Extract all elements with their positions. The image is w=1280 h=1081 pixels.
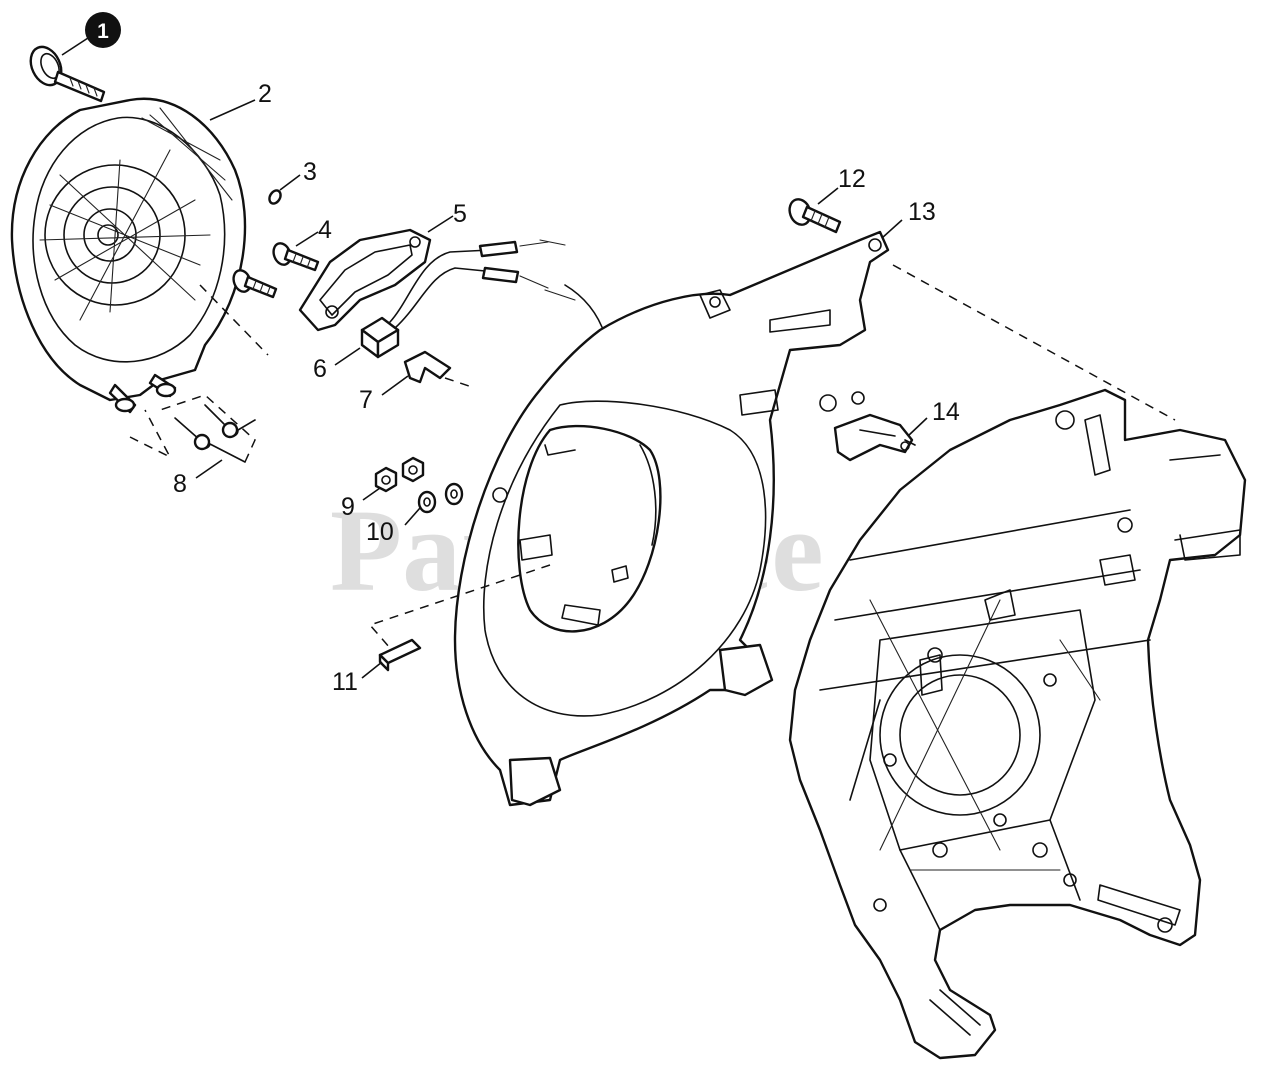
callout-12[interactable]: 12 (838, 165, 866, 193)
callout-7[interactable]: 7 (359, 386, 373, 414)
callout-6[interactable]: 6 (313, 355, 327, 383)
part-10-washers[interactable] (417, 482, 464, 514)
part-4-screws[interactable] (231, 241, 320, 299)
callout-3[interactable]: 3 (303, 158, 317, 186)
callout-9[interactable]: 9 (341, 493, 355, 521)
part-8-springs[interactable] (174, 404, 256, 463)
callout-14[interactable]: 14 (932, 398, 960, 426)
part-5-bracket-plate[interactable] (298, 228, 432, 332)
part-13-fan-housing[interactable] (453, 230, 890, 807)
callout-labels: 1 2 3 4 5 6 7 8 9 10 11 12 13 14 (85, 12, 960, 696)
part-1-knob-bolt[interactable] (25, 42, 106, 103)
rear-frame-housing[interactable] (788, 388, 1247, 1060)
callout-1-badge[interactable]: 1 (85, 12, 121, 48)
callout-8[interactable]: 8 (173, 470, 187, 498)
part-3-washer[interactable] (267, 188, 283, 205)
callout-10[interactable]: 10 (366, 518, 394, 546)
part-2-fan-cover[interactable] (10, 97, 247, 414)
part-7-clip[interactable] (403, 350, 452, 384)
assembly-guides (129, 264, 1176, 649)
callout-11[interactable]: 11 (332, 668, 358, 696)
callout-2[interactable]: 2 (258, 80, 272, 108)
part-9-nuts[interactable] (374, 456, 425, 493)
callout-5[interactable]: 5 (453, 200, 467, 228)
part-11-tab[interactable] (378, 638, 422, 672)
part-14-latch[interactable] (833, 413, 916, 462)
callout-13[interactable]: 13 (908, 198, 936, 226)
callout-1: 1 (97, 20, 109, 43)
part-12-bolt[interactable] (786, 196, 842, 234)
callout-leaders (61, 37, 928, 679)
callout-4[interactable]: 4 (318, 216, 332, 244)
